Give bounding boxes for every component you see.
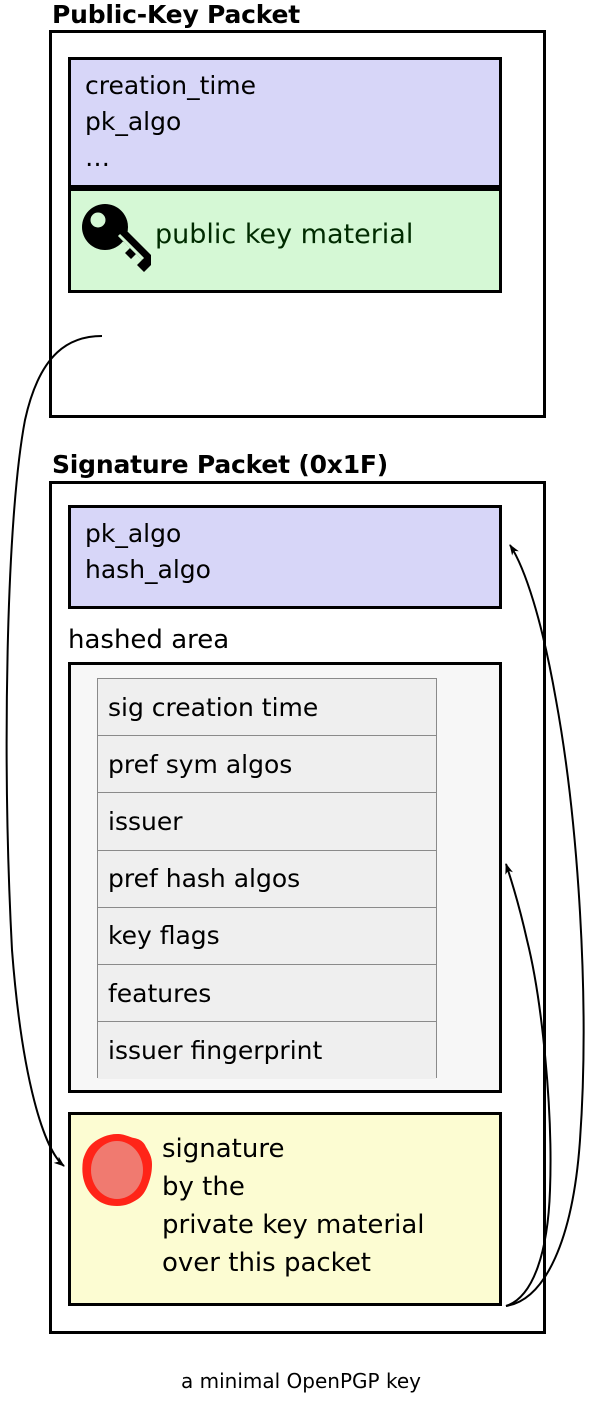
diagram-caption: a minimal OpenPGP key bbox=[181, 1369, 421, 1393]
hashed-area-label: hashed area bbox=[68, 625, 230, 655]
subpacket-row: pref sym algos bbox=[98, 736, 436, 794]
signature-packet-title: Signature Packet (0x1F) bbox=[52, 450, 389, 479]
hashed-subpacket-list: sig creation time pref sym algos issuer … bbox=[97, 678, 437, 1080]
signature-description-text: signature by the private key material ov… bbox=[162, 1134, 425, 1278]
subpacket-row: pref hash algos bbox=[98, 850, 436, 908]
signature-header-fields: pk_algo hash_algo bbox=[85, 519, 211, 584]
key-icon bbox=[82, 204, 151, 272]
subpacket-row: issuer bbox=[98, 793, 436, 851]
wax-seal-icon bbox=[82, 1134, 152, 1206]
public-key-packet-title: Public-Key Packet bbox=[52, 0, 301, 29]
subpacket-row: sig creation time bbox=[98, 679, 436, 737]
public-key-header-fields: creation_time pk_algo … bbox=[85, 71, 257, 172]
subpacket-row: features bbox=[98, 964, 436, 1023]
subpacket-row: key flags bbox=[98, 907, 436, 965]
signature-block: signature by the private key material ov… bbox=[68, 1112, 502, 1306]
public-key-material-label: public key material bbox=[155, 219, 414, 250]
public-key-material-block: public key material bbox=[68, 188, 502, 293]
signature-header-block: pk_algo hash_algo bbox=[68, 505, 502, 609]
subpacket-row: issuer fingerprint bbox=[98, 1022, 436, 1080]
public-key-header-block: creation_time pk_algo … bbox=[68, 57, 502, 188]
